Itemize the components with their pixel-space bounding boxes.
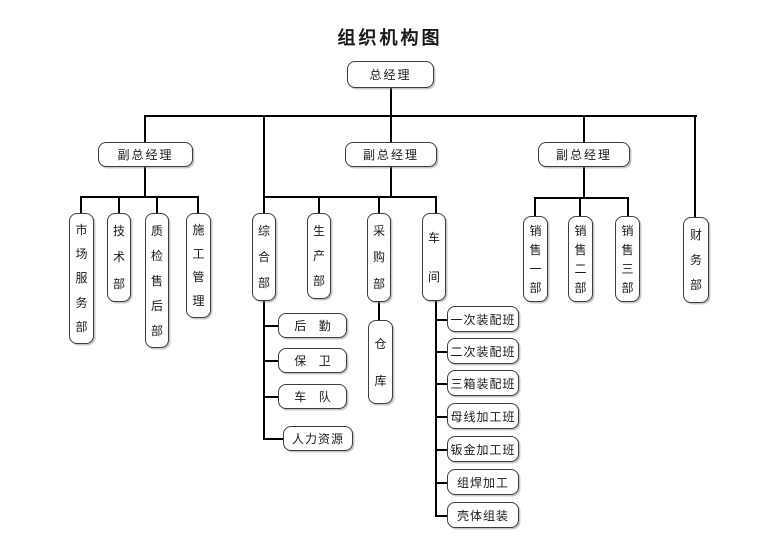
- label-sales-dept-3: 销售三部: [621, 223, 634, 295]
- box-sales-dept-1: 销售一部: [523, 216, 548, 302]
- label-dept-workshop: 车间: [427, 230, 440, 284]
- connector-left-drop-4: [197, 196, 199, 214]
- box-dept-technology: 技术部: [107, 213, 131, 302]
- box-sheet-metal-processing: 钣金加工班: [447, 436, 519, 462]
- box-three-box-assembly: 三箱装配班: [447, 370, 519, 396]
- connector-general-affairs-spine: [263, 300, 265, 440]
- label-assembly-class-2: 二次装配班: [450, 344, 516, 359]
- connector-right-drop-3: [627, 197, 629, 217]
- connector-left-bar: [80, 196, 199, 198]
- label-dept-construction-mgmt: 施工管理: [192, 222, 205, 309]
- box-assembly-class-2: 二次装配班: [447, 338, 519, 364]
- connector-tick-workshop-7: [435, 515, 448, 517]
- label-general-manager: 总经理: [369, 68, 412, 82]
- label-dept-quality-aftersales: 质检售后部: [150, 223, 163, 338]
- box-dept-workshop: 车间: [422, 213, 446, 301]
- connector-drop-deputy3: [583, 115, 585, 143]
- label-sheet-metal-processing: 钣金加工班: [450, 442, 516, 457]
- connector-tick-motorcade: [263, 396, 279, 398]
- label-security: 保卫: [294, 353, 331, 368]
- box-dept-purchasing: 采购部: [367, 213, 391, 302]
- connector-deputy3-riser: [583, 166, 585, 198]
- box-dept-quality-aftersales: 质检售后部: [145, 213, 169, 348]
- connector-warehouse-drop: [378, 302, 380, 321]
- connector-drop-general-affairs: [263, 115, 265, 214]
- label-dept-market-service: 市场服务部: [75, 223, 88, 334]
- box-assembly-class-1: 一次装配班: [447, 306, 519, 332]
- connector-drop-deputy1: [144, 115, 146, 143]
- connector-tick-logistics: [263, 325, 279, 327]
- chart-title: 组织机构图: [337, 28, 443, 48]
- label-busbar-processing: 母线加工班: [450, 409, 516, 424]
- connector-mid-drop-3: [378, 196, 380, 214]
- label-deputy-gm-2: 副总经理: [362, 148, 419, 162]
- connector-workshop-spine: [435, 300, 437, 517]
- connector-deputy2-riser: [390, 166, 392, 197]
- box-shell-assembly: 壳体组装: [447, 502, 519, 528]
- label-warehouse: 仓库: [374, 336, 387, 388]
- box-dept-general-affairs: 综合部: [252, 213, 276, 301]
- connector-drop-finance: [694, 115, 696, 218]
- connector-mid-drop-2: [318, 196, 320, 214]
- label-sales-dept-2: 销售二部: [574, 223, 587, 295]
- box-welding-processing: 组焊加工: [447, 469, 519, 495]
- connector-mid-bar: [263, 196, 437, 198]
- connector-tick-hr: [263, 438, 284, 440]
- box-dept-production: 生产部: [307, 213, 331, 299]
- connector-top-bar: [145, 115, 697, 117]
- connector-tick-workshop-5: [435, 449, 448, 451]
- label-welding-processing: 组焊加工: [456, 475, 509, 490]
- label-assembly-class-1: 一次装配班: [450, 312, 516, 327]
- label-sales-dept-1: 销售一部: [529, 223, 542, 295]
- connector-tick-workshop-4: [435, 416, 448, 418]
- box-human-resources: 人力资源: [283, 426, 353, 451]
- box-dept-market-service: 市场服务部: [69, 213, 94, 344]
- connector-deputy1-riser: [144, 166, 146, 197]
- connector-tick-security: [263, 360, 279, 362]
- connector-left-drop-2: [118, 196, 120, 214]
- box-deputy-gm-3: 副总经理: [538, 142, 630, 167]
- box-deputy-gm-2: 副总经理: [345, 142, 437, 167]
- label-shell-assembly: 壳体组装: [456, 508, 509, 523]
- label-logistics: 后勤: [294, 318, 331, 333]
- box-warehouse: 仓库: [368, 320, 393, 404]
- connector-tick-workshop-3: [435, 383, 448, 385]
- box-logistics: 后勤: [278, 313, 347, 338]
- label-three-box-assembly: 三箱装配班: [450, 376, 516, 391]
- label-motorcade: 车队: [294, 389, 331, 404]
- connector-right-drop-2: [579, 197, 581, 217]
- box-motorcade: 车队: [278, 384, 347, 409]
- box-general-manager: 总经理: [347, 61, 434, 88]
- box-busbar-processing: 母线加工班: [447, 403, 519, 429]
- box-dept-construction-mgmt: 施工管理: [186, 213, 211, 318]
- label-dept-technology: 技术部: [112, 224, 125, 291]
- box-sales-dept-3: 销售三部: [615, 216, 640, 302]
- box-deputy-gm-1: 副总经理: [98, 142, 193, 167]
- connector-tick-workshop-2: [435, 351, 448, 353]
- box-finance-dept: 财务部: [683, 217, 709, 303]
- connector-left-drop-3: [156, 196, 158, 214]
- label-dept-production: 生产部: [312, 223, 325, 289]
- connector-mid-drop-4: [435, 196, 437, 214]
- label-human-resources: 人力资源: [291, 432, 344, 446]
- box-sales-dept-2: 销售二部: [568, 216, 593, 302]
- box-security: 保卫: [278, 348, 347, 373]
- label-deputy-gm-3: 副总经理: [555, 148, 612, 162]
- label-deputy-gm-1: 副总经理: [117, 148, 174, 162]
- connector-left-drop-1: [80, 196, 82, 214]
- connector-tick-workshop-6: [435, 482, 448, 484]
- label-dept-general-affairs: 综合部: [257, 224, 270, 290]
- connector-tick-workshop-1: [435, 319, 448, 321]
- label-dept-purchasing: 采购部: [372, 224, 385, 291]
- connector-right-drop-1: [534, 197, 536, 217]
- connector-right-bar: [534, 197, 629, 199]
- label-finance-dept: 财务部: [689, 227, 702, 293]
